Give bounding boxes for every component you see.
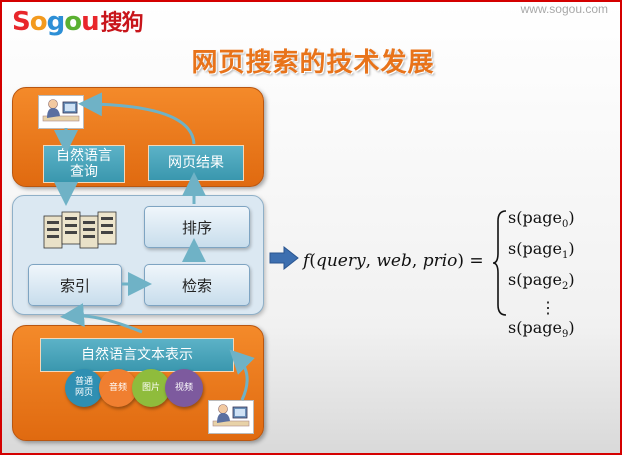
slide-title: 网页搜索的技术发展 xyxy=(191,48,435,78)
arrow-text-to-index xyxy=(60,303,143,334)
score-list: s(page0) s(page1) s(page2) ⋮ s(page9) xyxy=(508,206,575,347)
score-row: s(page1) xyxy=(508,239,575,262)
media-audio-circle: 音频 xyxy=(99,369,137,407)
logo-letter: o xyxy=(29,7,48,37)
user-icon xyxy=(208,400,254,434)
score-row: s(page9) xyxy=(508,317,575,340)
media-image-circle: 图片 xyxy=(132,369,170,407)
big-arrow-icon xyxy=(269,246,299,270)
logo-suffix: 搜狗 xyxy=(100,11,144,36)
server-icon xyxy=(42,208,122,256)
arrow-results-to-user xyxy=(78,92,196,145)
media-video-circle: 视频 xyxy=(165,369,203,407)
retrieval-box: 检索 xyxy=(144,264,250,306)
logo-letter: u xyxy=(81,7,99,37)
logo-letter: S xyxy=(12,7,31,37)
logo-letter: g xyxy=(46,7,66,37)
arg-web: web xyxy=(376,251,412,271)
arrow-user-to-text xyxy=(229,349,255,401)
sogou-logo: Sogou搜狗 xyxy=(12,6,144,40)
scoring-function: f(query, web, prio) = xyxy=(303,251,484,271)
func-name: f xyxy=(303,251,310,271)
logo-letter: o xyxy=(64,7,82,37)
web-results-box: 网页结果 xyxy=(148,145,244,181)
text-representation-box: 自然语言文本表示 xyxy=(40,338,234,372)
score-row: s(page2) xyxy=(508,270,575,293)
user-icon xyxy=(38,95,84,129)
arg-query: query xyxy=(315,251,366,271)
curly-brace xyxy=(492,210,507,316)
arg-prio: prio xyxy=(422,251,458,271)
site-url: www.sogou.com xyxy=(520,2,608,16)
score-row: s(page0) xyxy=(508,208,575,231)
ellipsis: ⋮ xyxy=(540,297,556,317)
media-web-circle: 普通 网页 xyxy=(65,369,103,407)
